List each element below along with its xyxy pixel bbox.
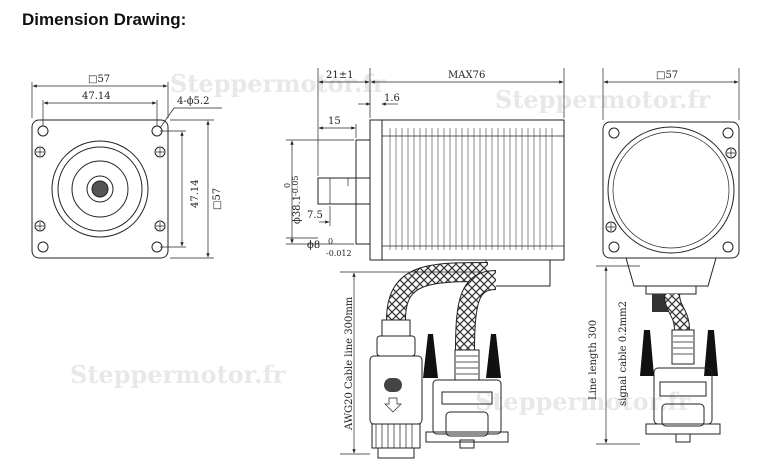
line-length-label: Line length 300 [588, 320, 599, 400]
rear-side-label: □57 [656, 70, 678, 81]
front-hole-spacing-h: 47.14 [82, 91, 111, 102]
rear-housing [602, 121, 740, 259]
holes-label: 4-ϕ5.2 [177, 96, 209, 107]
cable-length-label: AWG20 Cable line 300mm [344, 296, 355, 431]
shaft-length-label: 15 [328, 116, 341, 127]
side-body-fins [382, 128, 564, 250]
signal-cable-label: signal cable 0.2mm2 [618, 301, 629, 406]
front-boss-outer [51, 140, 149, 238]
side-flange [369, 119, 383, 261]
watermark-3: Steppermotor.fr [70, 360, 286, 389]
rear-gland [625, 257, 717, 287]
front-view: □57 47.14 4-ϕ5.2 47.14 □57 [31, 74, 223, 259]
length-dim-label: MAX76 [448, 70, 485, 81]
side-boss [355, 139, 371, 245]
front-side-label: □57 [88, 74, 110, 85]
front-shaft [86, 175, 114, 203]
flat-length-label: 7.5 [307, 210, 323, 221]
signal-cable [456, 271, 497, 351]
shaft-tol-upper: 0 [328, 237, 333, 246]
boss-tol-lower: -0.05 [291, 175, 300, 196]
flange-dim-label: 21±1 [326, 70, 353, 81]
side-view: 21±1 MAX76 1.6 15 7.5 ϕ38.1 0 -0.05 ϕ8 0… [283, 68, 565, 459]
boss-dia-label: ϕ38.1 [292, 195, 303, 224]
boss-tol-upper: 0 [283, 183, 292, 188]
page-title: Dimension Drawing: [22, 10, 187, 29]
watermark-4: Steppermotor.fr [475, 387, 691, 416]
front-flange [31, 119, 169, 259]
front-side-v-label: □57 [212, 188, 223, 210]
shaft-tol-lower: -0.012 [326, 249, 352, 258]
rear-screws [605, 127, 737, 253]
rear-db-connector [640, 329, 721, 443]
front-screws [34, 146, 166, 232]
front-hole-spacing-v: 47.14 [190, 179, 201, 208]
rear-view: □57 Line length 300 signal cable 0.2mm2 [588, 68, 740, 445]
db-connector [423, 334, 509, 449]
aviation-connector [369, 319, 423, 459]
rear-cable [665, 293, 689, 331]
rear-cover [607, 126, 735, 254]
flange-thickness-label: 1.6 [384, 93, 400, 104]
side-shaft [317, 177, 371, 205]
shaft-dia-label: ϕ8 [307, 240, 320, 251]
side-body [381, 119, 565, 261]
